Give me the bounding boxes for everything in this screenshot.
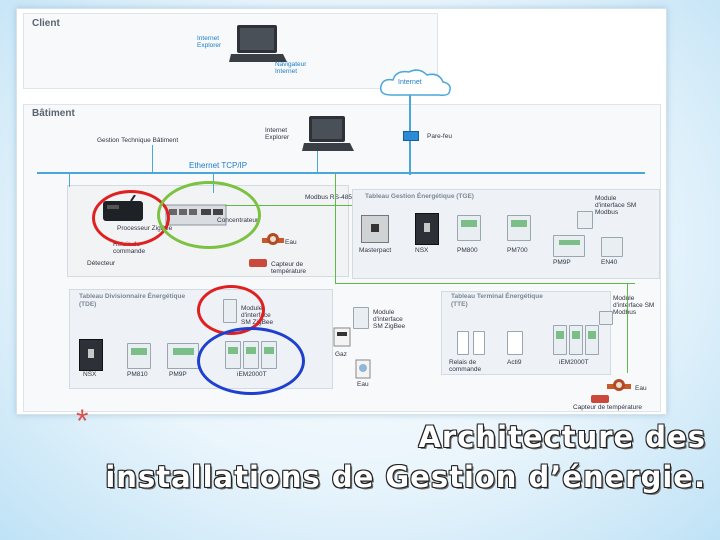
- nsx-device: [415, 213, 439, 245]
- modbus-interface-label: Module d'interface SM Modbus: [595, 195, 637, 216]
- tte-device-label-2: iEM2000T: [559, 359, 589, 366]
- gas-meter-icon: [333, 327, 351, 347]
- ethernet-bus: [37, 172, 645, 174]
- tde-title: Tableau Divisionnaire Énergétique (TDE): [79, 293, 186, 308]
- pm700-device: [507, 215, 531, 241]
- tte-iem-device-1: [553, 325, 567, 355]
- gtb-link: [152, 145, 153, 173]
- tge-panel: [352, 189, 660, 279]
- tde-device-label-2: PM9P: [169, 371, 187, 378]
- laptop-link: [317, 151, 318, 173]
- sensor-label: Détecteur: [87, 260, 116, 267]
- tge-connector: [335, 173, 336, 283]
- browser-label: Navigateur Internet: [275, 61, 307, 75]
- lower-connector: [335, 283, 635, 284]
- client-zone-title: Client: [32, 18, 60, 29]
- architecture-diagram: Client Internet Explorer Navigateur Inte…: [16, 8, 667, 415]
- temp-sensor-icon: [249, 259, 267, 267]
- firewall-label: Pare-feu: [427, 133, 452, 140]
- ethernet-label: Ethernet TCP/IP: [189, 161, 248, 170]
- left-drop-link: [69, 173, 70, 187]
- tte-relay-device-1: [457, 331, 469, 355]
- tge-title: Tableau Gestion Énergétique (TGE): [365, 193, 474, 200]
- bottom-temp-sensor-icon: [591, 395, 609, 403]
- en40-label: EN40: [601, 259, 618, 266]
- pm800-device: [457, 215, 481, 241]
- modbus-interface-device: [577, 211, 593, 229]
- bottom-water-meter-icon: [607, 379, 631, 391]
- tge-device-label-3: PM700: [507, 247, 528, 254]
- green-highlight-concentrator: [157, 181, 261, 249]
- building-zone-title: Bâtiment: [32, 108, 75, 119]
- internet-explorer-label-client: Internet Explorer: [197, 35, 222, 49]
- masterpact-device: [361, 215, 389, 243]
- en40-device: [601, 237, 623, 257]
- tge-device-label-1: NSX: [415, 247, 429, 254]
- center-water-label: Eau: [357, 381, 369, 388]
- gtb-label: Gestion Technique Bâtiment: [97, 137, 179, 144]
- pm9p-label: PM9P: [553, 259, 571, 266]
- tte-connector: [627, 283, 628, 373]
- tte-relay-device-2: [473, 331, 485, 355]
- internet-explorer-label-building: Internet Explorer: [265, 127, 290, 141]
- tte-module-label: Module d'interface SM Modbus: [613, 295, 655, 316]
- tde-device-label-0: NSX: [83, 371, 97, 378]
- bottom-temp-label: Capteur de température: [573, 404, 643, 411]
- blue-highlight-iem: [197, 327, 305, 395]
- tde-pm9p-device: [167, 343, 199, 369]
- slide-title-line-2: installations de Gestion d’énergie.: [105, 460, 706, 494]
- tde-pm810-device: [127, 343, 151, 369]
- tte-device-label-0: Relais de commande: [449, 359, 482, 373]
- tte-iem-device-2: [569, 325, 583, 355]
- bottom-water-label: Eau: [635, 385, 647, 392]
- modbus-rs485-label: Modbus RS-485: [305, 194, 352, 201]
- tde-nsx-device: [79, 339, 103, 371]
- internet-label: Internet: [398, 79, 422, 86]
- tde-device-label-1: PM810: [127, 371, 148, 378]
- tte-device-label-1: Acti9: [507, 359, 522, 366]
- pm9p-device: [553, 235, 585, 257]
- firewall-icon: [403, 131, 419, 141]
- tte-iem-device-3: [585, 325, 599, 355]
- tte-acti9-device: [507, 331, 523, 355]
- bullet-star: *: [76, 403, 89, 439]
- laptop-icon-building: [302, 116, 354, 151]
- temp-sensor-label: Capteur de température: [271, 261, 307, 275]
- water-label: Eau: [285, 239, 297, 246]
- center-zigbee-label: Module d'interface SM ZigBee: [373, 309, 406, 330]
- slide-title-line-1: Architecture des: [418, 420, 706, 454]
- gas-label: Gaz: [335, 351, 347, 358]
- tge-device-label-0: Masterpact: [359, 247, 392, 254]
- client-zone: Client: [23, 13, 438, 89]
- tte-module-device: [599, 311, 613, 325]
- tge-device-label-2: PM800: [457, 247, 478, 254]
- water-meter-icon: [262, 233, 284, 245]
- center-water-meter-icon: [355, 359, 371, 379]
- laptop-icon-client: [229, 25, 287, 62]
- cloud-icon: [379, 69, 451, 96]
- center-zigbee-device: [353, 307, 369, 329]
- tte-title: Tableau Terminal Énergétique (TTE): [451, 293, 543, 308]
